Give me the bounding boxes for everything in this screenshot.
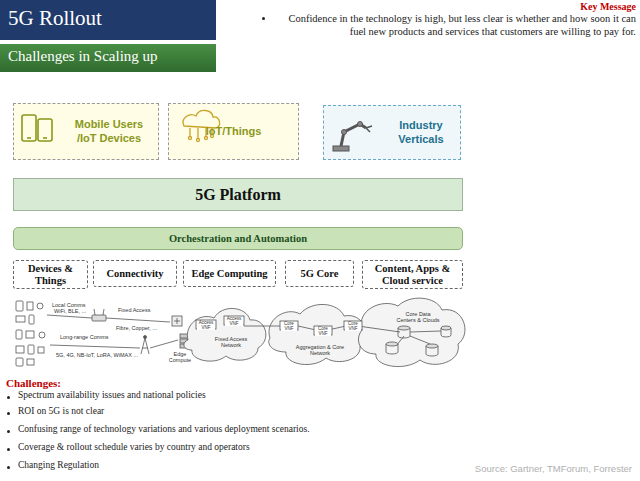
node-text: 5G Platform [195,186,281,204]
node-text: Devices & Things [16,263,85,286]
node-text: Orchestration and Automation [169,233,307,244]
vnf-label: Access VNF [225,317,243,326]
bullet-dot [7,466,10,469]
key-message-text: Confidence in the technology is high, bu… [256,13,636,38]
vnf-label: Core VNF [281,322,297,331]
challenge-item: ROI on 5G is not clear [18,406,104,416]
node-text: Connectivity [106,268,163,280]
challenge-item: Spectrum availability issues and nationa… [18,390,206,400]
source-note: Source: Gartner, TMForum, Forrester [400,463,632,474]
component-box: Content, Apps & Cloud service [362,260,463,289]
node-text: Content, Apps & Cloud service [365,263,460,286]
node-text: 5G Core [300,268,338,280]
component-box: Edge Computing [183,260,276,287]
bullet-dot [262,17,265,20]
orchestration-band: Orchestration and Automation [13,227,463,250]
bullet-dot [7,430,10,433]
challenges-heading: Challenges: [6,377,61,389]
subtitle: Challenges in Scaling up [8,48,158,65]
cloud-label: Fixed Access Network [206,336,256,348]
vnf-label: Access VNF [197,321,215,330]
node-text: Industry Verticals [386,119,456,145]
node-label: Edge Compute [166,351,194,363]
component-box: Devices & Things [13,260,88,289]
node-text: IoT/Things [206,125,262,138]
slide-title: 5G Rollout [8,6,102,31]
component-box: 5G Core [285,260,354,287]
link-label: Fibre, Copper, ... [116,325,157,331]
node-text: Mobile Users /IoT Devices [64,118,154,144]
bullet-dot [7,448,10,451]
link-label: WiFi, BLE, ... [54,308,86,314]
challenge-item: Changing Regulation [18,460,99,470]
link-label: Fixed Access [118,307,150,313]
cloud-label: Core Data Centers & Clouds [396,311,440,323]
category-box: Industry Verticals [323,105,461,160]
link-label: 5G, 4G, NB-IoT, LoRA, WiMAX ... [56,352,138,358]
bullet-dot [7,396,10,399]
bullet-dot [7,412,10,415]
vnf-label: Core VNF [345,322,361,331]
vnf-label: Core VNF [315,327,331,336]
link-label: Long-range Comms [60,334,109,340]
category-box: IoT/Things [168,103,299,160]
key-message-heading: Key Message [440,1,636,12]
link-label: Local Comms [52,302,86,308]
component-box: Connectivity [93,260,177,287]
platform-band: 5G Platform [13,178,463,211]
challenge-item: Coverage & rollout schedule varies by co… [18,442,250,452]
category-box: Mobile Users /IoT Devices [13,103,159,160]
node-text: Edge Computing [191,268,267,280]
challenge-item: Confusing range of technology variations… [18,424,310,434]
cloud-label: Aggregation & Core Network [288,344,352,356]
